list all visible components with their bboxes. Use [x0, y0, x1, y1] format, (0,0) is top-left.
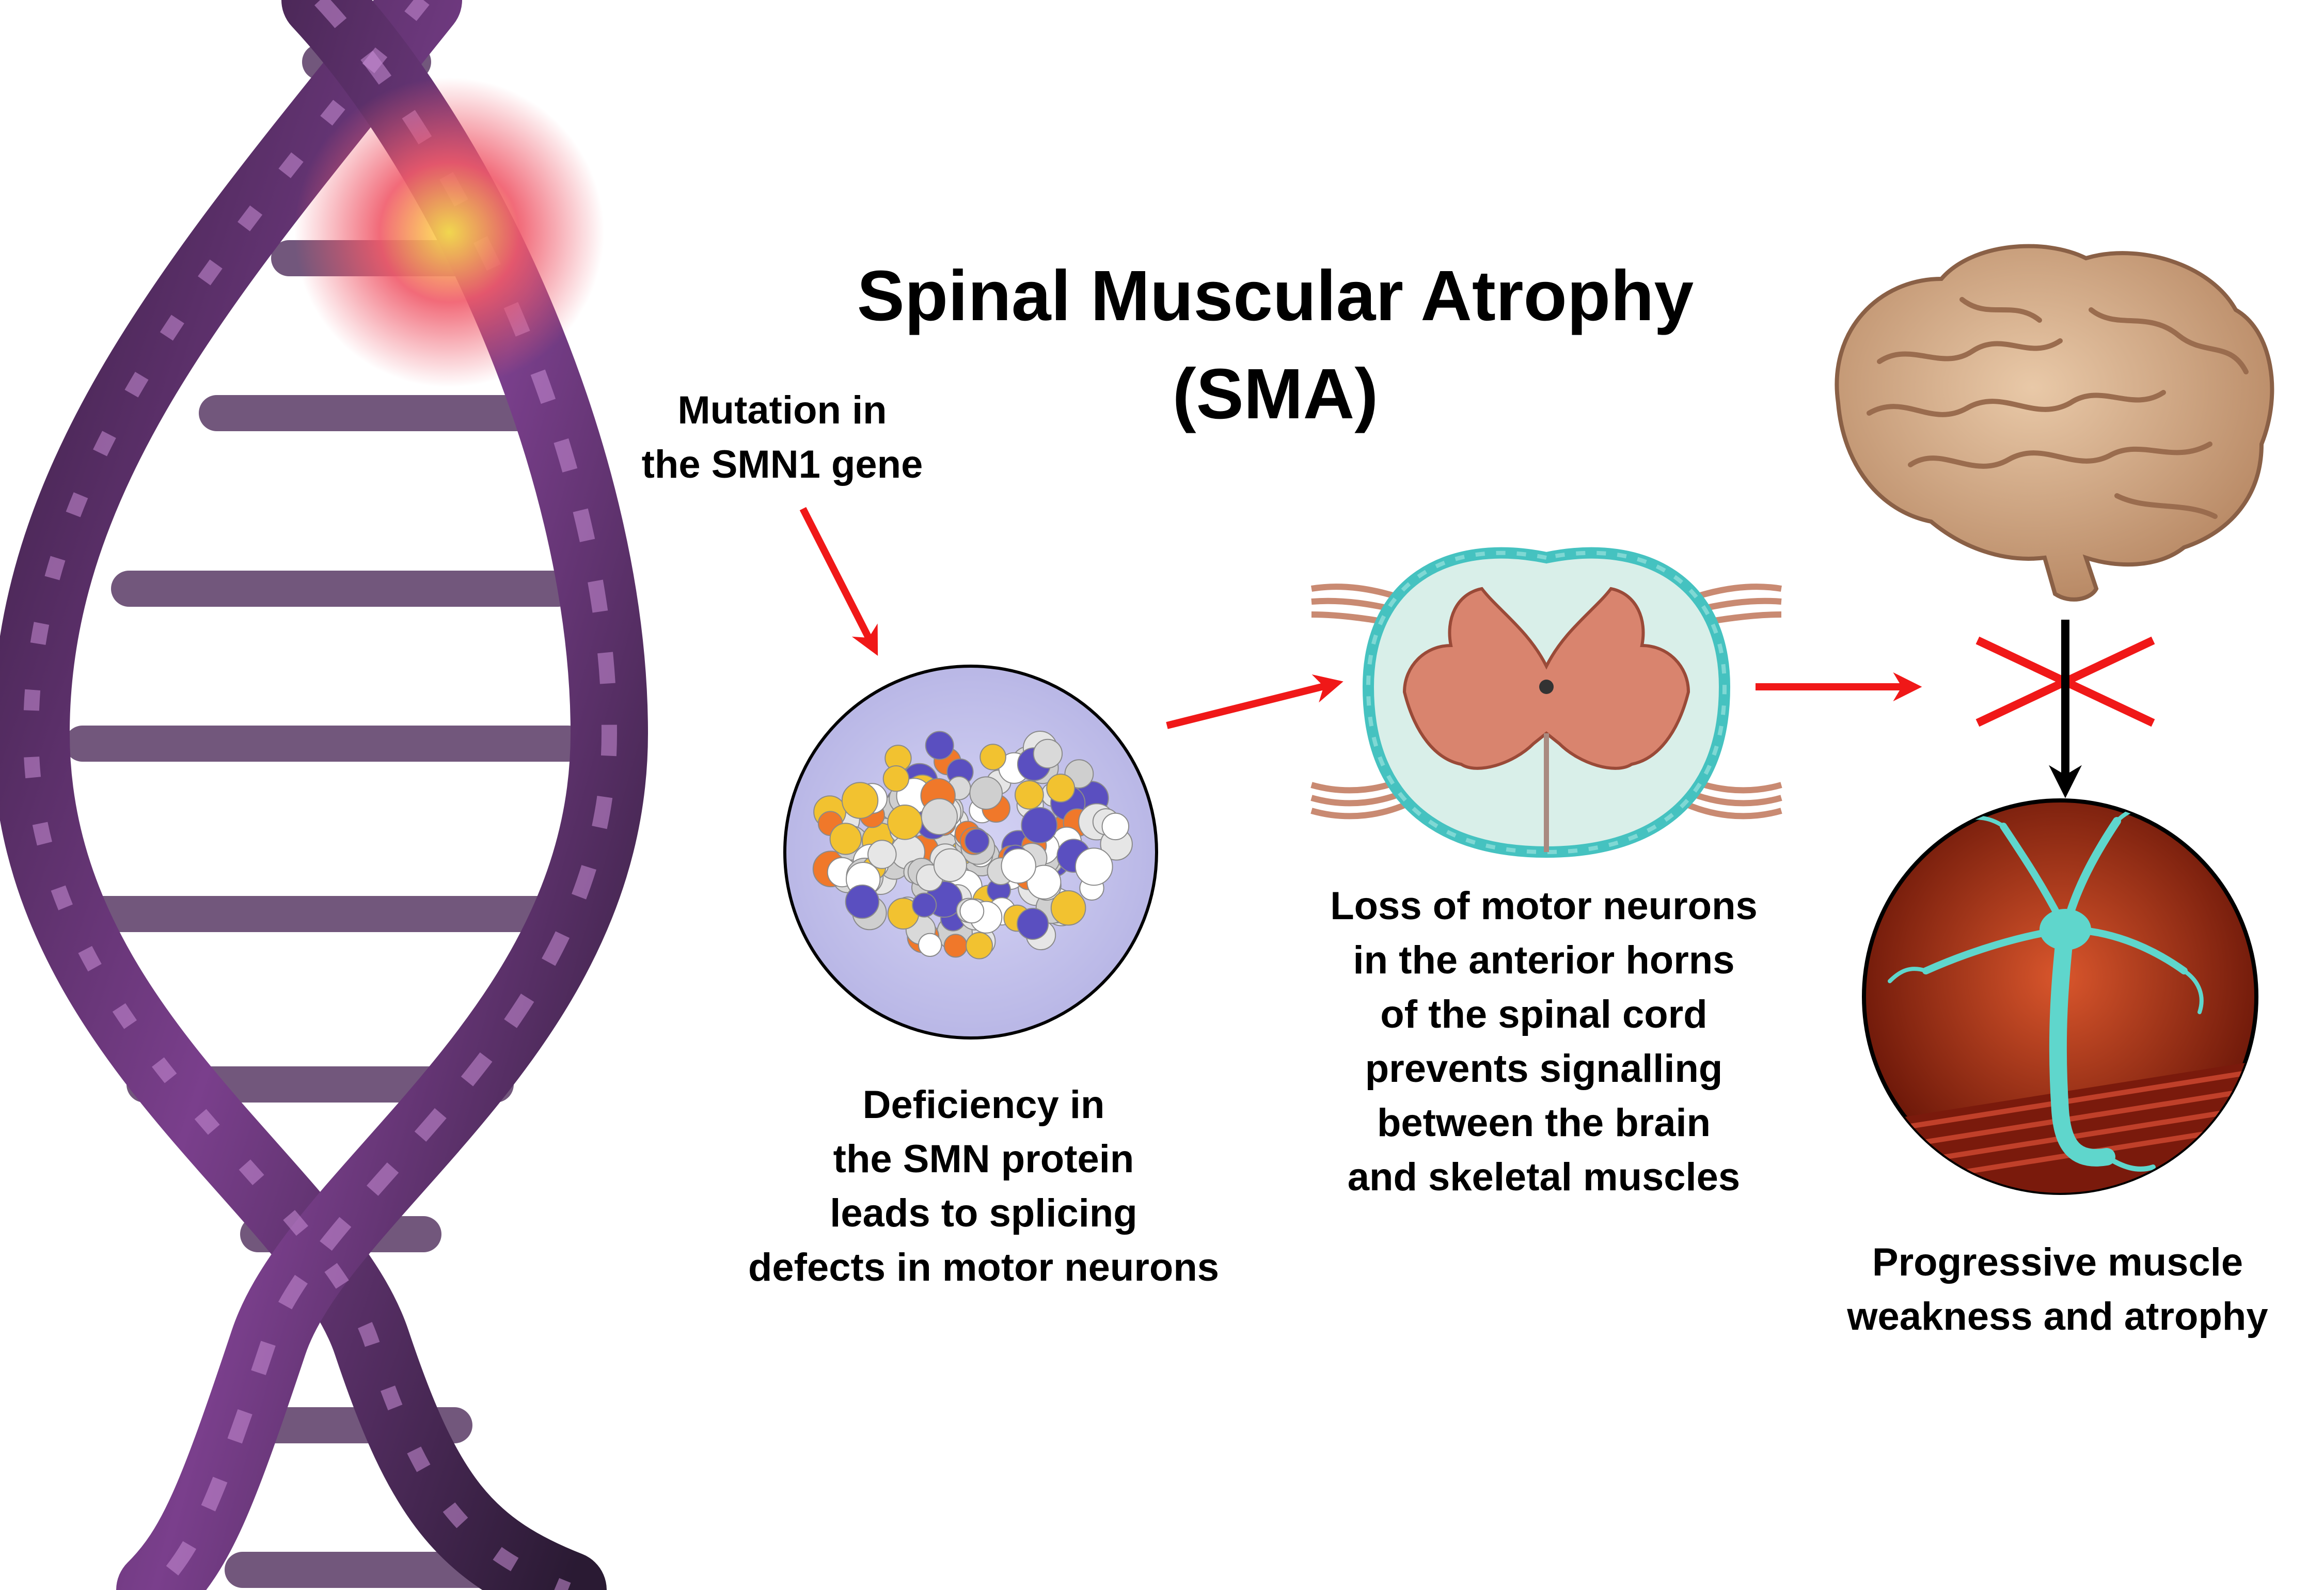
protein-atom [882, 765, 910, 792]
protein-atom [933, 848, 968, 883]
protein-atom [1050, 890, 1086, 926]
protein-atom [1046, 774, 1076, 803]
deficiency-label-line-4: defects in motor neurons [748, 1246, 1219, 1289]
protein-atom [921, 798, 958, 836]
loss-label-line-1: Loss of motor neurons [1330, 884, 1758, 928]
protein-atom [943, 934, 968, 958]
spinal-cord-illustration [1310, 547, 1782, 858]
title-line-2: (SMA) [1173, 354, 1379, 434]
protein-atom [1074, 847, 1113, 886]
loss-label-line-5: between the brain [1377, 1101, 1711, 1145]
protein-atom [845, 884, 880, 919]
deficiency-label-line-1: Deficiency in [863, 1083, 1105, 1127]
protein-atom [925, 731, 954, 760]
deficiency-label: Deficiency in the SMN protein leads to s… [748, 1083, 1219, 1289]
mutation-label: Mutation in the SMN1 gene [642, 388, 923, 486]
loss-label-line-4: prevents signalling [1365, 1047, 1723, 1091]
smn-protein-illustration [783, 665, 1158, 1040]
protein-atom [979, 744, 1006, 770]
protein-atom [1001, 848, 1036, 884]
loss-label: Loss of motor neurons in the anterior ho… [1330, 884, 1758, 1199]
arrow-protein-to-spinal-cord [1166, 674, 1343, 729]
protein-atom [841, 782, 879, 819]
protein-atom [1033, 738, 1063, 769]
protein-atom [867, 840, 897, 869]
protein-molecule-icon [812, 731, 1133, 959]
protein-atom [887, 805, 923, 840]
protein-atom [829, 823, 862, 855]
protein-atom [912, 892, 937, 918]
deficiency-label-line-3: leads to splicing [830, 1191, 1137, 1235]
protein-atom [918, 933, 942, 957]
protein-atom [964, 828, 990, 854]
title-line-1: Spinal Muscular Atrophy [857, 256, 1694, 336]
mutation-label-line-2: the SMN1 gene [642, 443, 923, 486]
loss-label-line-6: and skeletal muscles [1348, 1155, 1740, 1199]
progressive-label-line-2: weakness and atrophy [1846, 1295, 2268, 1339]
motor-neuron-illustration [1862, 798, 2258, 1195]
dna-helix-illustration [0, 0, 649, 1590]
protein-atom [1021, 807, 1058, 844]
arrow-mutation-to-protein [799, 507, 878, 656]
protein-atom [1026, 864, 1062, 900]
protein-atom [1101, 812, 1130, 841]
brain-illustration [1835, 244, 2274, 602]
loss-label-line-2: in the anterior horns [1353, 938, 1735, 982]
progressive-label: Progressive muscle weakness and atrophy [1846, 1240, 2268, 1339]
mutation-label-line-1: Mutation in [677, 388, 887, 432]
protein-atom [969, 776, 1003, 810]
progressive-label-line-1: Progressive muscle [1872, 1240, 2243, 1284]
loss-label-line-3: of the spinal cord [1380, 993, 1707, 1036]
protein-atom [1015, 780, 1044, 810]
protein-atom [959, 899, 985, 924]
protein-atom [966, 932, 993, 959]
protein-atom [1017, 908, 1049, 940]
deficiency-label-line-2: the SMN protein [833, 1137, 1134, 1181]
